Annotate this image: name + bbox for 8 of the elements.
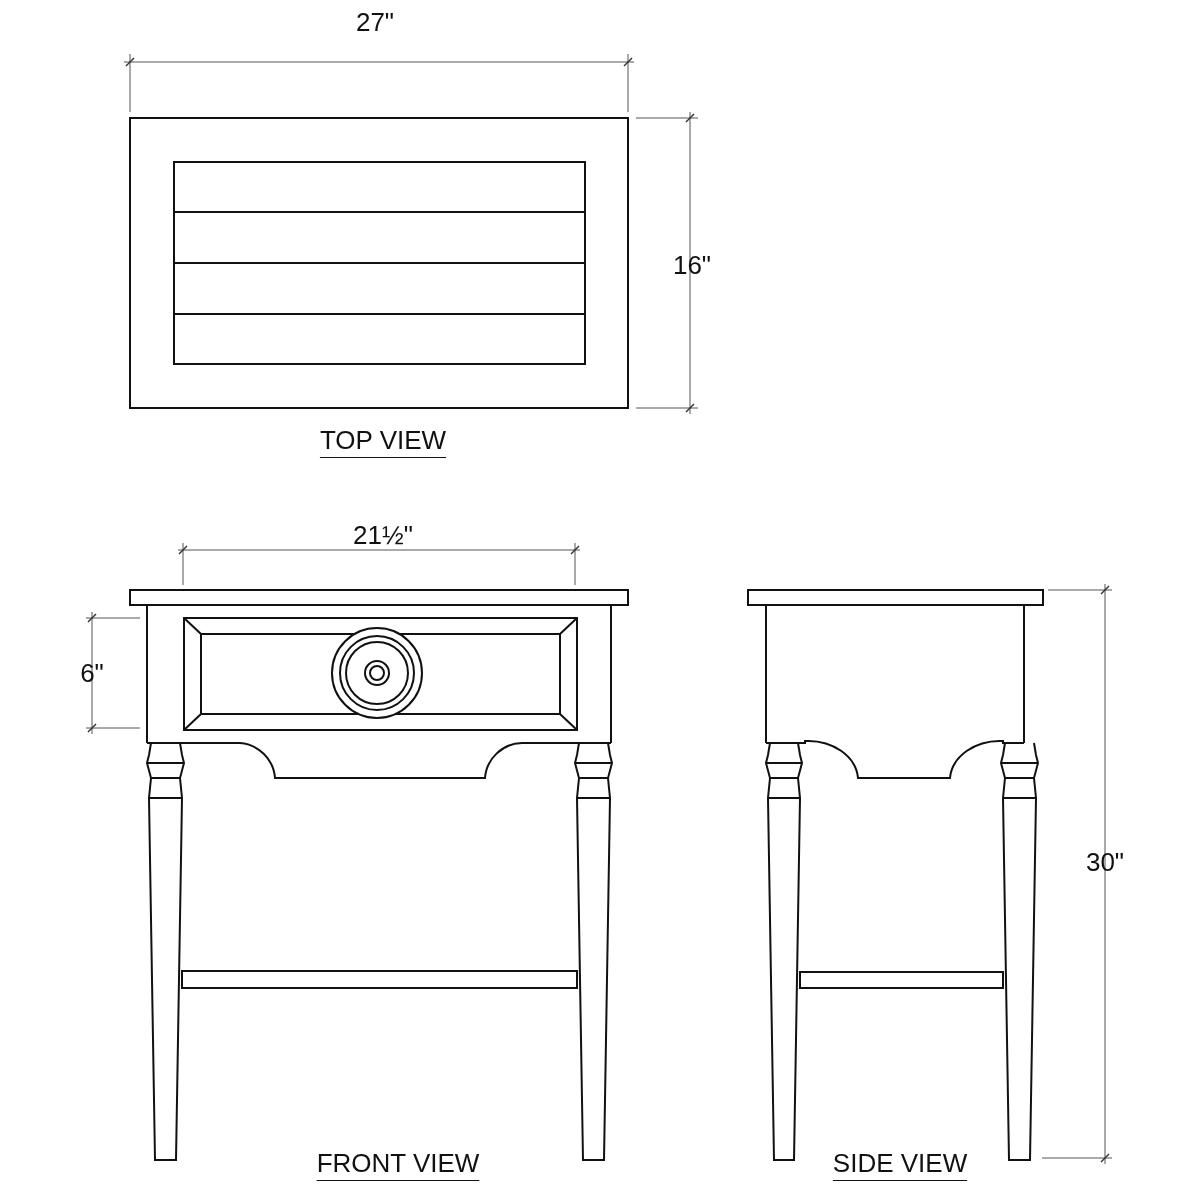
dimension-label: 6" (80, 660, 104, 686)
view-title: TOP VIEW (319, 427, 447, 453)
dimension-label: 27" (355, 9, 395, 35)
dimension-label: 16" (672, 252, 712, 278)
dimension-label: 30" (1085, 849, 1125, 875)
dimension-label: 21½" (353, 522, 413, 548)
view-title: FRONT VIEW (316, 1150, 480, 1176)
view-title: SIDE VIEW (832, 1150, 968, 1176)
